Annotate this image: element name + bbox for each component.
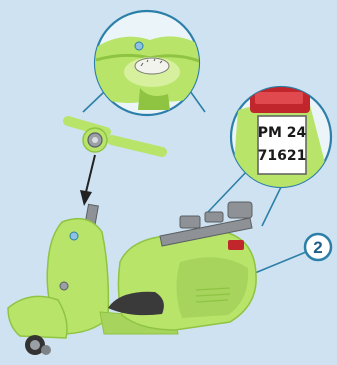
step-number-badge: 2 xyxy=(305,234,331,260)
handlebar-detail-callout xyxy=(92,11,205,115)
scooter-body xyxy=(8,202,256,355)
license-plate-line1: PM 24 xyxy=(258,125,307,141)
license-plate-detail-callout: PM 24 71621 xyxy=(231,87,332,190)
handlebar-part xyxy=(68,121,162,152)
arrow-down-icon xyxy=(80,155,95,206)
license-plate-line2: 71621 xyxy=(258,148,307,164)
step-number: 2 xyxy=(313,238,322,257)
tail-light-small xyxy=(228,240,244,250)
